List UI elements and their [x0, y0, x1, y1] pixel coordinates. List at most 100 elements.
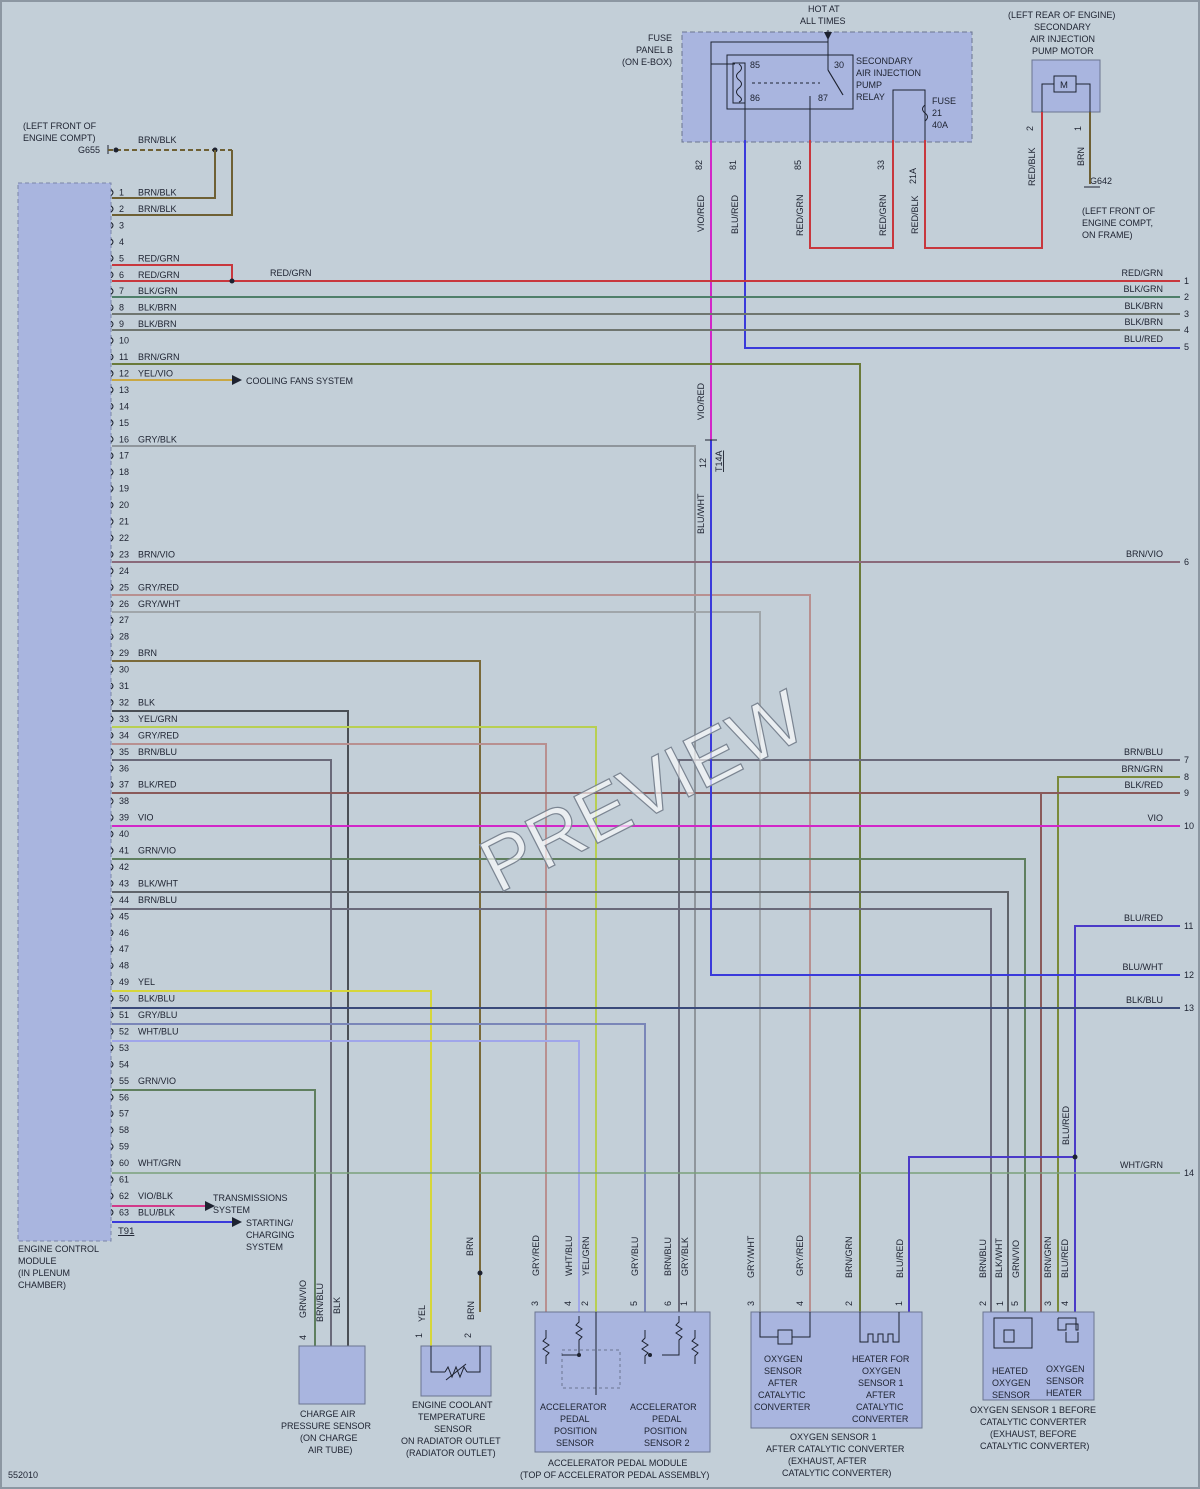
pin-number: 31 [119, 681, 129, 691]
pin-label: 5 [1010, 1301, 1020, 1306]
wire-label: BRN/BLU [978, 1239, 988, 1278]
figure-id: 552010 [8, 1470, 38, 1480]
pin-number: 25 [119, 582, 129, 592]
relay-coil [732, 62, 746, 104]
output-wire-label: BLK/RED [1124, 780, 1163, 790]
fuse-panel-label: (ON E-BOX) [622, 57, 672, 67]
o2a-sub1: CATALYTIC [758, 1390, 806, 1400]
pin-terminal [110, 287, 114, 295]
app-sub1: SENSOR [556, 1438, 595, 1448]
app-title: (TOP OF ACCELERATOR PEDAL ASSEMBLY) [520, 1470, 709, 1480]
ecm-pin-40: 40 [110, 829, 129, 839]
o2b-sub2: HEATER [1046, 1388, 1082, 1398]
thermistor-slash [445, 1363, 467, 1381]
output-number: 8 [1184, 772, 1189, 782]
output-wire-label: BLU/RED [1124, 913, 1164, 923]
pin-81: 81 [728, 160, 738, 170]
pin-wire-label: RED/GRN [138, 253, 180, 263]
pin-terminal [110, 649, 114, 657]
pin-terminal [110, 534, 114, 542]
o2a-sub2: OXYGEN [862, 1366, 901, 1376]
o2b-title: (EXHAUST, BEFORE [990, 1429, 1077, 1439]
pin-number: 19 [119, 484, 129, 494]
wire-label: RED/GRN [795, 194, 805, 236]
pin-terminal [110, 189, 114, 196]
pin-terminal [110, 419, 114, 427]
pin-terminal [110, 1143, 114, 1150]
pin-21a: 21A [908, 168, 918, 184]
fuse-panel-b: FUSE PANEL B (ON E-BOX) HOT AT ALL TIMES… [622, 4, 973, 143]
resistor-icon [542, 1330, 550, 1364]
wire-label: BLK [332, 1297, 342, 1314]
pin-number: 58 [119, 1125, 129, 1135]
pin-number: 59 [119, 1142, 129, 1152]
pin-number: 13 [119, 385, 129, 395]
wire-label: BLU/RED [1061, 1105, 1071, 1145]
pin-terminal [110, 912, 114, 920]
component-label: (ON CHARGE [300, 1433, 358, 1443]
ecm-pin-20: 20 [110, 500, 129, 510]
fuse-wire [892, 89, 926, 140]
pin-wire-label: GRY/WHT [138, 599, 181, 609]
pin-terminal [110, 238, 114, 246]
output-number: 1 [1184, 276, 1189, 286]
ecm-pin-45: 45 [110, 911, 129, 921]
component-label: SENSOR [434, 1424, 473, 1434]
cap-sensor-box [298, 1345, 366, 1405]
pin-terminal [110, 814, 114, 821]
wire-blk-wht [112, 891, 1009, 1312]
app-sub1: PEDAL [560, 1414, 590, 1424]
wire-gry-red [112, 743, 547, 1312]
pin-number: 50 [119, 994, 129, 1004]
ecm-pin-10: 10 [110, 336, 129, 346]
starting-label: CHARGING [246, 1230, 295, 1240]
pin-terminal [110, 222, 114, 229]
ecm-label-line: MODULE [18, 1256, 57, 1266]
pin-terminal [110, 962, 114, 970]
output-wire-label: BLK/BLU [1126, 995, 1163, 1005]
pin-terminal [110, 1176, 114, 1183]
pin-terminal [110, 468, 114, 476]
pin-terminal [110, 485, 114, 492]
output-number: 12 [1184, 970, 1194, 980]
secondary-air-pump-motor: (LEFT REAR OF ENGINE) SECONDARY AIR INJE… [1008, 10, 1156, 240]
wire-brn-grn-out8 [1057, 776, 1180, 1312]
wire-label: BLU/WHT [696, 493, 706, 534]
wire-label: YEL [417, 1305, 427, 1322]
relay-label: RELAY [856, 92, 885, 102]
wire-label: GRN/VIO [298, 1280, 308, 1318]
component-label: TEMPERATURE [418, 1412, 485, 1422]
ecm-pin-4: 4 [110, 237, 124, 247]
pin-terminal [110, 501, 114, 509]
pin-number: 56 [119, 1092, 129, 1102]
ecm-pin-13: 13 [110, 385, 129, 395]
preview-watermark: PREVIEW [467, 674, 818, 909]
pin-terminal [110, 518, 114, 525]
wire-brn-blu [112, 759, 332, 1346]
wire-blu-red-heater [908, 1156, 1075, 1312]
t14a-pin: 12 [698, 458, 708, 468]
relay-box [726, 54, 854, 110]
pin-number: 4 [119, 237, 124, 247]
ecm-pin-58: 58 [110, 1125, 129, 1135]
wire-label: YEL/GRN [581, 1236, 591, 1276]
pin-terminal [110, 1159, 114, 1167]
output-number: 6 [1184, 557, 1189, 567]
pin-label: 5 [629, 1301, 639, 1306]
o2a-sub1: AFTER [768, 1378, 798, 1388]
ecm-pin-59: 59 [110, 1142, 129, 1152]
pin-wire-label: BLK/RED [138, 780, 177, 790]
pin-terminal [110, 1044, 114, 1052]
o2a-sub1: CONVERTER [754, 1402, 811, 1412]
wire-label: BRN/GRN [844, 1236, 854, 1278]
output-wire-label: BRN/VIO [1126, 549, 1163, 559]
wire-label: BRN [1076, 147, 1086, 166]
pin-terminal [110, 863, 114, 871]
